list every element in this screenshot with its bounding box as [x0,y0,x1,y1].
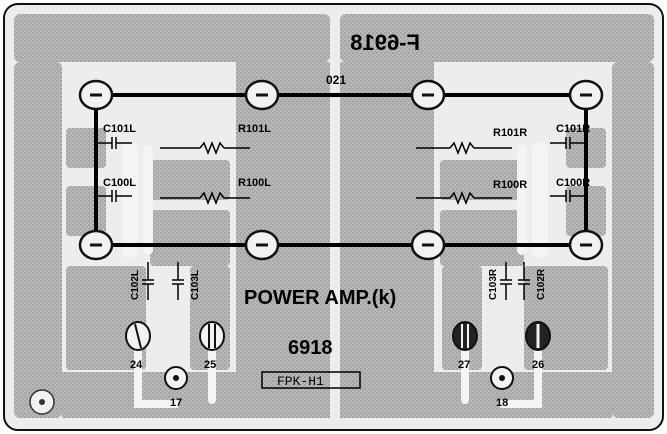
terminal-25 [199,321,225,351]
mirrored-board-code: F-6918 [350,30,420,55]
label-c100r: C100R [556,177,590,189]
terminal-17 [164,366,188,390]
label-terminal-25: 25 [204,359,216,371]
capacitor-c101r [550,137,586,149]
capacitor-c100r [550,190,586,202]
terminal-24 [125,321,151,351]
capacitor-c103l [172,262,184,300]
mounting-hole [29,389,55,415]
capacitor-c102r [518,262,530,300]
label-c100l: C100L [103,177,136,189]
terminal-27 [452,321,478,351]
label-c101l: C101L [103,123,136,135]
label-r101l: R101L [238,123,271,135]
resistor-r100l [160,190,250,206]
link-label: 021 [326,73,346,87]
label-c102l: C102L [130,270,141,300]
board-number: 6918 [288,337,333,359]
board-title: POWER AMP.(k) [244,287,396,309]
label-terminal-18: 18 [496,397,508,409]
resistor-r100r [416,190,512,206]
label-c103l: C103L [190,270,201,300]
resistor-r101l [160,140,250,156]
label-terminal-24: 24 [130,359,143,371]
label-terminal-17: 17 [170,397,182,409]
label-terminal-26: 26 [532,359,544,371]
label-c101r: C101R [556,123,590,135]
bus-wire [94,93,588,247]
label-r101r: R101R [493,127,527,139]
terminal-26 [525,321,551,351]
capacitor-c102l [142,262,154,300]
part-code: FPK-H1 [277,374,324,389]
copper-areas [14,14,654,418]
label-c103r: C103R [488,268,499,300]
capacitor-c101l [96,137,132,149]
capacitor-c100l [96,190,132,202]
label-r100l: R100L [238,177,271,189]
label-r100r: R100R [493,179,527,191]
label-c102r: C102R [536,268,547,300]
terminal-18 [490,366,514,390]
resistor-r101r [416,140,512,156]
board-outline [3,3,664,431]
capacitor-c103r [500,262,512,300]
part-code-box [261,371,361,389]
label-terminal-27: 27 [458,359,470,371]
